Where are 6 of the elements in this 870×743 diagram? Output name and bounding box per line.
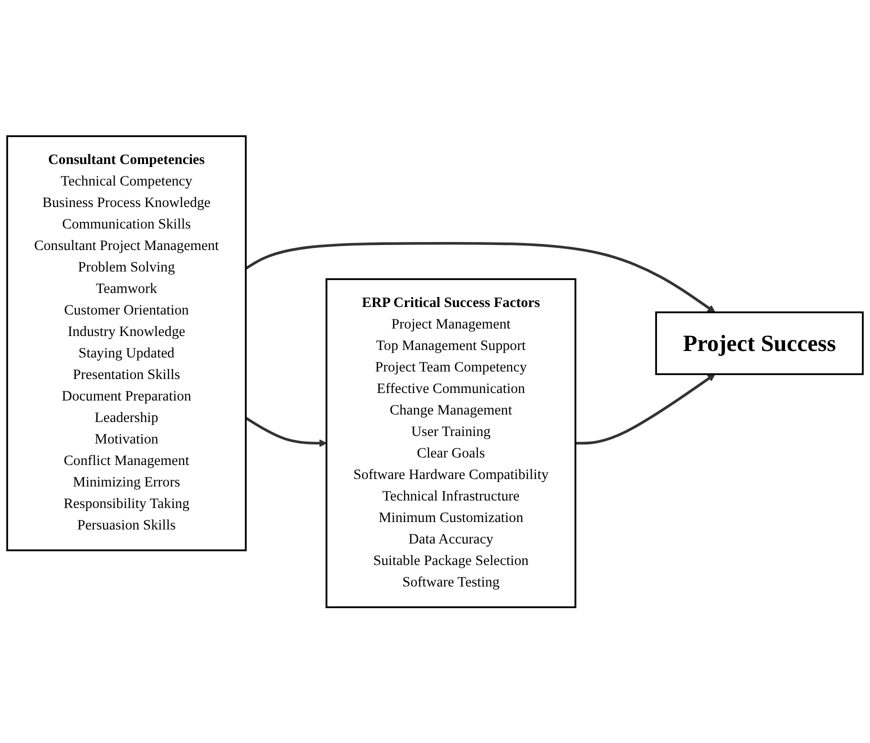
node-box: Project Success (655, 311, 864, 375)
arrow (245, 242, 716, 312)
node-box: ERP Critical Success Factors Project Management Top Management Support Project Team Competency Effective Communication Change Management User Training Clear Goals Software Hardware Compatibility Technical Infrastructure Minimum Customization Data Accuracy Suitable Package Selection Software Testing (326, 278, 576, 608)
node-box: Consultant Competencies Technical Competency Business Process Knowledge Communication Skills Consultant Project Management Problem Solving Teamwork Customer Orientation Industry Knowledge Staying Updated Presentation Skills Document Preparation Leadership Motivation Conflict Management Minimizing Errors Responsibility Taking Persuasion Skills (6, 135, 247, 551)
arrow (575, 374, 716, 444)
arrow (245, 416, 327, 447)
